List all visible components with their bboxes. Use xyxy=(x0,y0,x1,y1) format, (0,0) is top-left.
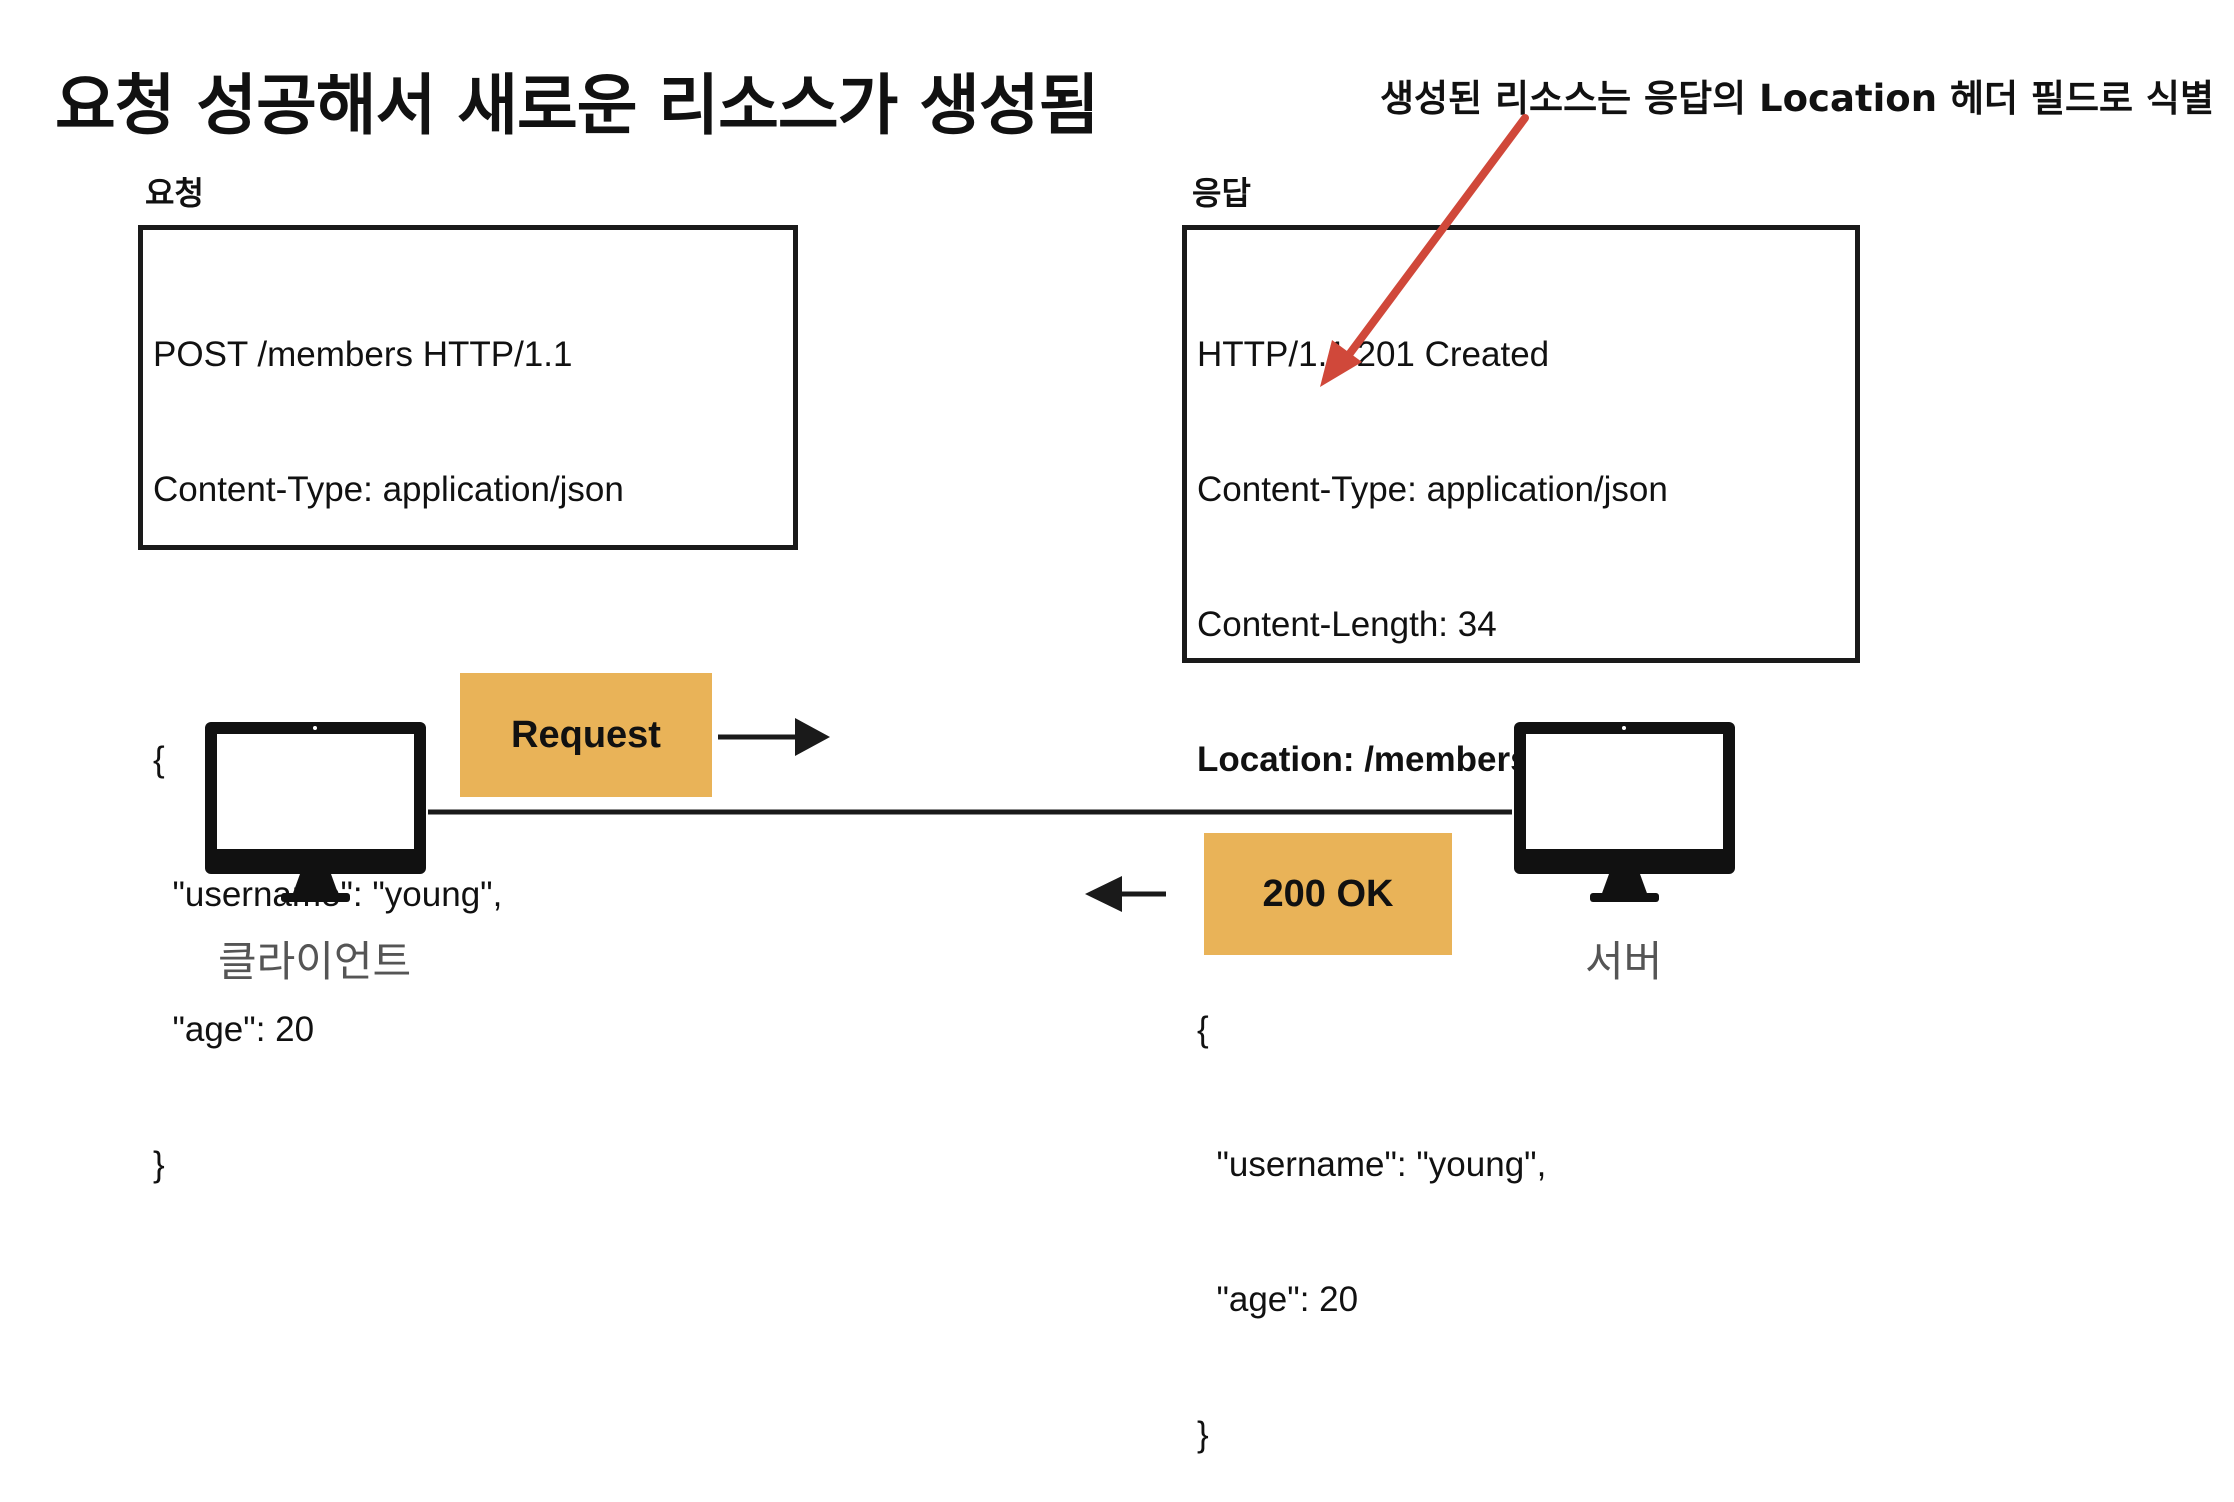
location-annotation: 생성된 리소스는 응답의 Location 헤더 필드로 식별 xyxy=(1380,77,2214,120)
response-line-1: HTTP/1.1 201 Created xyxy=(1197,335,1550,374)
response-line-7: "username": "young", xyxy=(1197,1145,1547,1184)
request-line-6: "age": 20 xyxy=(153,1010,315,1049)
request-line-2: Content-Type: application/json xyxy=(153,470,624,509)
response-line-3: Content-Length: 34 xyxy=(1197,605,1497,644)
response-tag: 200 OK xyxy=(1204,833,1452,955)
response-line-2: Content-Type: application/json xyxy=(1197,470,1668,509)
response-line-8: "age": 20 xyxy=(1197,1280,1359,1319)
client-label: 클라이언트 xyxy=(218,937,412,986)
response-arrow xyxy=(1085,876,1166,912)
client-monitor-icon xyxy=(205,722,426,902)
request-line-5: "username": "young", xyxy=(172,875,503,914)
server-label: 서버 xyxy=(1585,937,1663,986)
request-arrow xyxy=(718,718,830,756)
connection-diagram xyxy=(428,114,1529,912)
page-title: 요청 성공해서 새로운 리소스가 생성됨 xyxy=(55,67,1099,144)
request-heading: 요청 xyxy=(145,174,204,212)
request-line-1: POST /members HTTP/1.1 xyxy=(153,335,573,374)
request-line-4: { xyxy=(153,740,165,779)
server-monitor-icon xyxy=(1514,722,1735,902)
request-tag: Request xyxy=(460,673,712,797)
location-annotation-arrow xyxy=(1320,114,1529,387)
request-line-7: } xyxy=(153,1145,165,1184)
response-line-9: } xyxy=(1197,1415,1209,1454)
response-line-6: { xyxy=(1197,1010,1209,1049)
response-heading: 응답 xyxy=(1192,174,1251,212)
